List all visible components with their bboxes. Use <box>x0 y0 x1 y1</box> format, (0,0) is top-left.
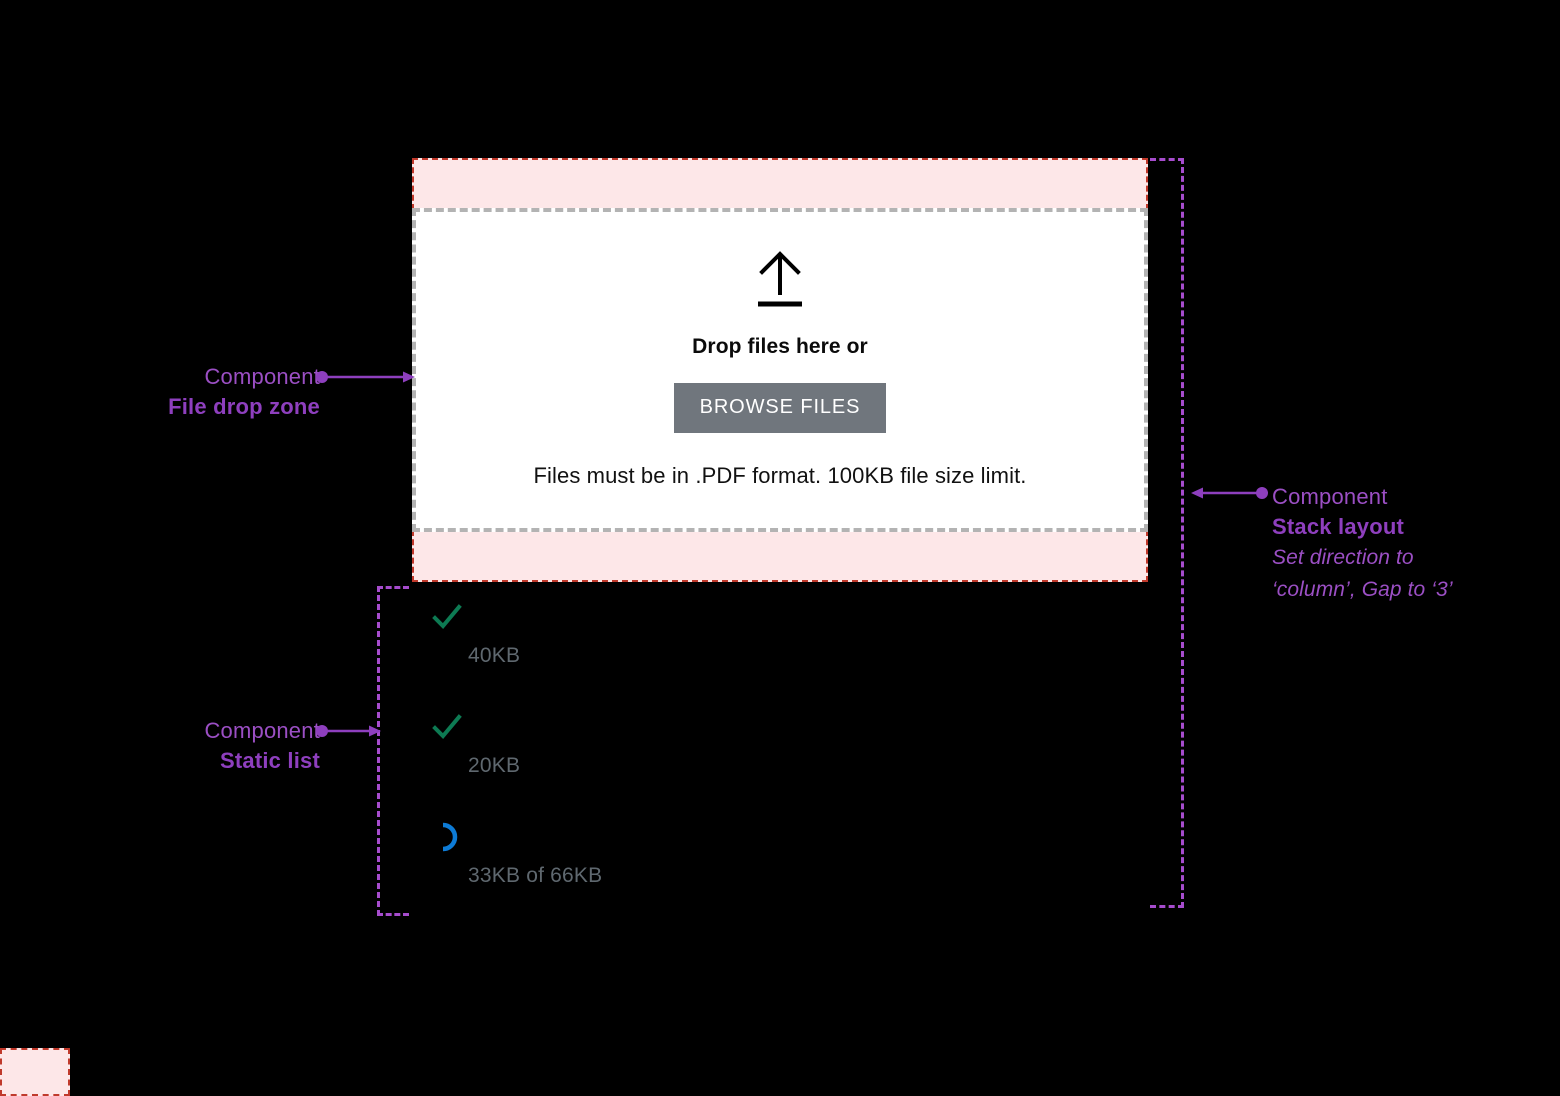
list-item[interactable]: 33KB of 66KB <box>430 820 1130 930</box>
spacing-band-bottom <box>412 530 1148 582</box>
callout-connector-static-list <box>316 725 381 737</box>
static-file-list: 40KB 20KB 33KB of 66KB <box>430 600 1130 930</box>
spinner-icon <box>442 822 458 852</box>
callout-name: Stack layout <box>1272 513 1405 539</box>
list-item[interactable]: 20KB <box>430 710 1130 820</box>
callout-kind: Component <box>204 718 320 743</box>
file-size: 20KB <box>468 754 521 777</box>
annotation-bracket-stack-layout <box>1150 158 1184 908</box>
upload-arrow-icon <box>758 251 802 307</box>
callout-kind: Component <box>1272 484 1388 509</box>
callout-static-list: Component Static list <box>150 716 320 776</box>
callout-file-drop-zone: Component File drop zone <box>150 362 320 422</box>
callout-note-line-1: Set direction to <box>1272 546 1414 570</box>
drop-zone-title: Drop files here or <box>692 335 868 358</box>
check-icon <box>432 714 462 739</box>
spacing-legend-swatch <box>0 1048 70 1096</box>
spacing-band-top <box>412 158 1148 210</box>
file-drop-zone[interactable]: Drop files here or BROWSE FILES Files mu… <box>412 208 1148 532</box>
check-icon <box>432 604 462 629</box>
callout-name: File drop zone <box>168 393 320 419</box>
list-item[interactable]: 40KB <box>430 600 1130 710</box>
callout-note-line-2: ‘column’, Gap to ‘3’ <box>1272 577 1453 601</box>
browse-files-button[interactable]: BROWSE FILES <box>673 383 887 433</box>
callout-connector-stack-layout <box>1191 487 1268 499</box>
callout-name: Static list <box>219 747 320 773</box>
callout-stack-layout: Component Stack layout Set direction to … <box>1272 482 1522 605</box>
file-size: 40KB <box>468 644 521 667</box>
file-progress: 33KB of 66KB <box>468 864 603 887</box>
drop-zone-hint: Files must be in .PDF format. 100KB file… <box>533 463 1027 488</box>
annotation-bracket-static-list <box>377 586 409 916</box>
callout-kind: Component <box>204 364 320 389</box>
callout-connector-drop-zone <box>316 371 415 383</box>
